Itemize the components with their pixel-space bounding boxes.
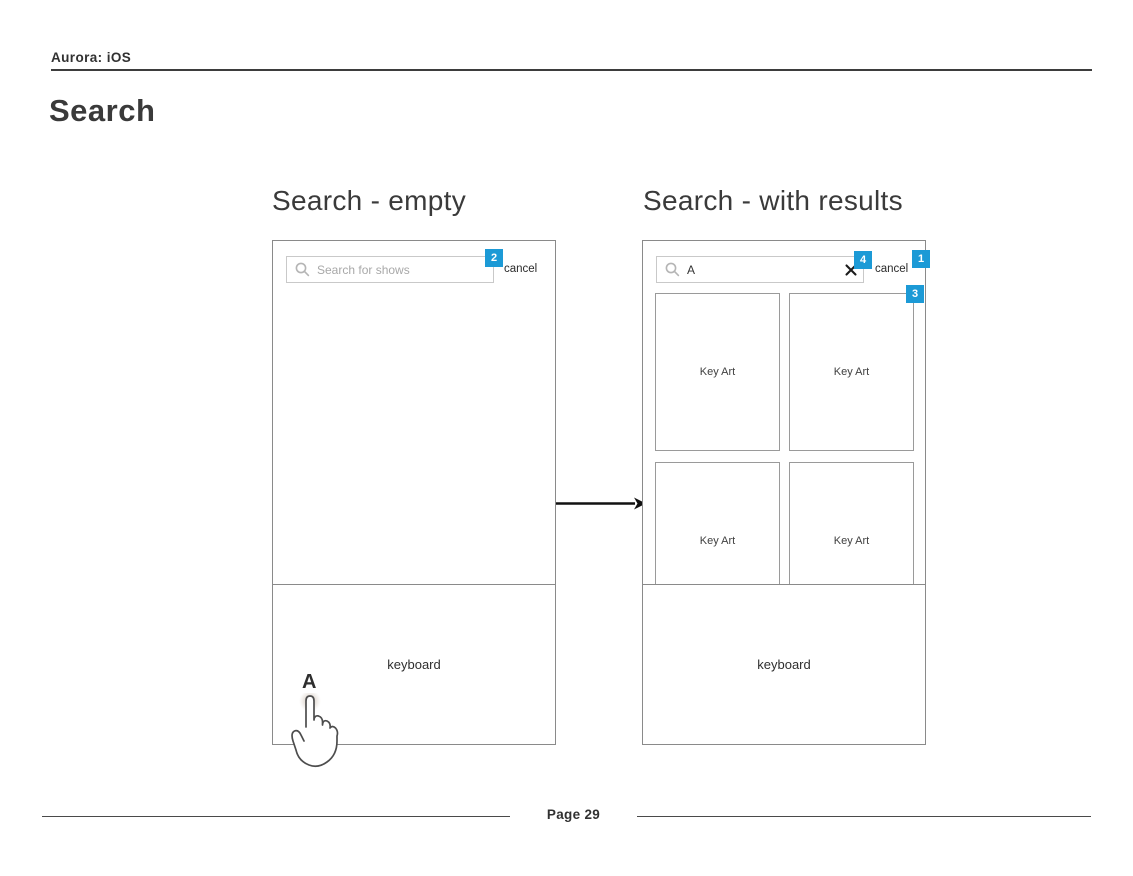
result-item[interactable]: Key Art [655,462,780,584]
tapped-key-a[interactable]: A [302,671,317,693]
search-bar[interactable] [656,256,864,283]
wireframe-title-results: Search - with results [643,185,903,216]
document-header-label: Aurora: iOS [51,50,132,65]
key-art-label: Key Art [699,366,736,378]
page-title: Search [49,93,156,128]
keyboard-label: keyboard [757,657,811,672]
wireframe-search-results: Key Art Key Art Key Art Key Art 4 cancel [642,240,930,745]
annotation-badge-search-field: 2 [485,249,503,267]
search-icon [665,262,680,277]
wireframe-search-empty: 2 cancel keyboard A [272,240,556,768]
cancel-button[interactable]: cancel [504,263,538,275]
search-input[interactable] [687,262,863,277]
result-item[interactable]: Key Art [789,462,914,584]
keyboard-area[interactable]: keyboard [643,584,925,744]
search-bar[interactable] [286,256,494,283]
header-divider [51,69,1092,71]
page-number: Page 29 [546,807,601,822]
key-art-label: Key Art [699,535,736,547]
annotation-badge-clear: 4 [854,251,872,269]
annotation-badge-results: 3 [906,285,924,303]
flow-arrow-icon [556,497,646,510]
annotation-badge-cancel: 1 [912,250,930,268]
footer-rule-right [637,816,1091,817]
result-item[interactable]: Key Art [789,293,914,451]
footer-rule-left [42,816,510,817]
result-item[interactable]: Key Art [655,293,780,451]
keyboard-label: keyboard [387,657,441,672]
wireframe-title-empty: Search - empty [272,185,467,216]
key-art-label: Key Art [833,535,870,547]
key-art-label: Key Art [833,366,870,378]
cancel-button[interactable]: cancel [875,263,909,275]
tap-hand-icon [291,693,339,768]
search-input[interactable] [317,262,493,277]
search-icon [295,262,310,277]
results-grid: Key Art Key Art Key Art Key Art [643,241,925,584]
